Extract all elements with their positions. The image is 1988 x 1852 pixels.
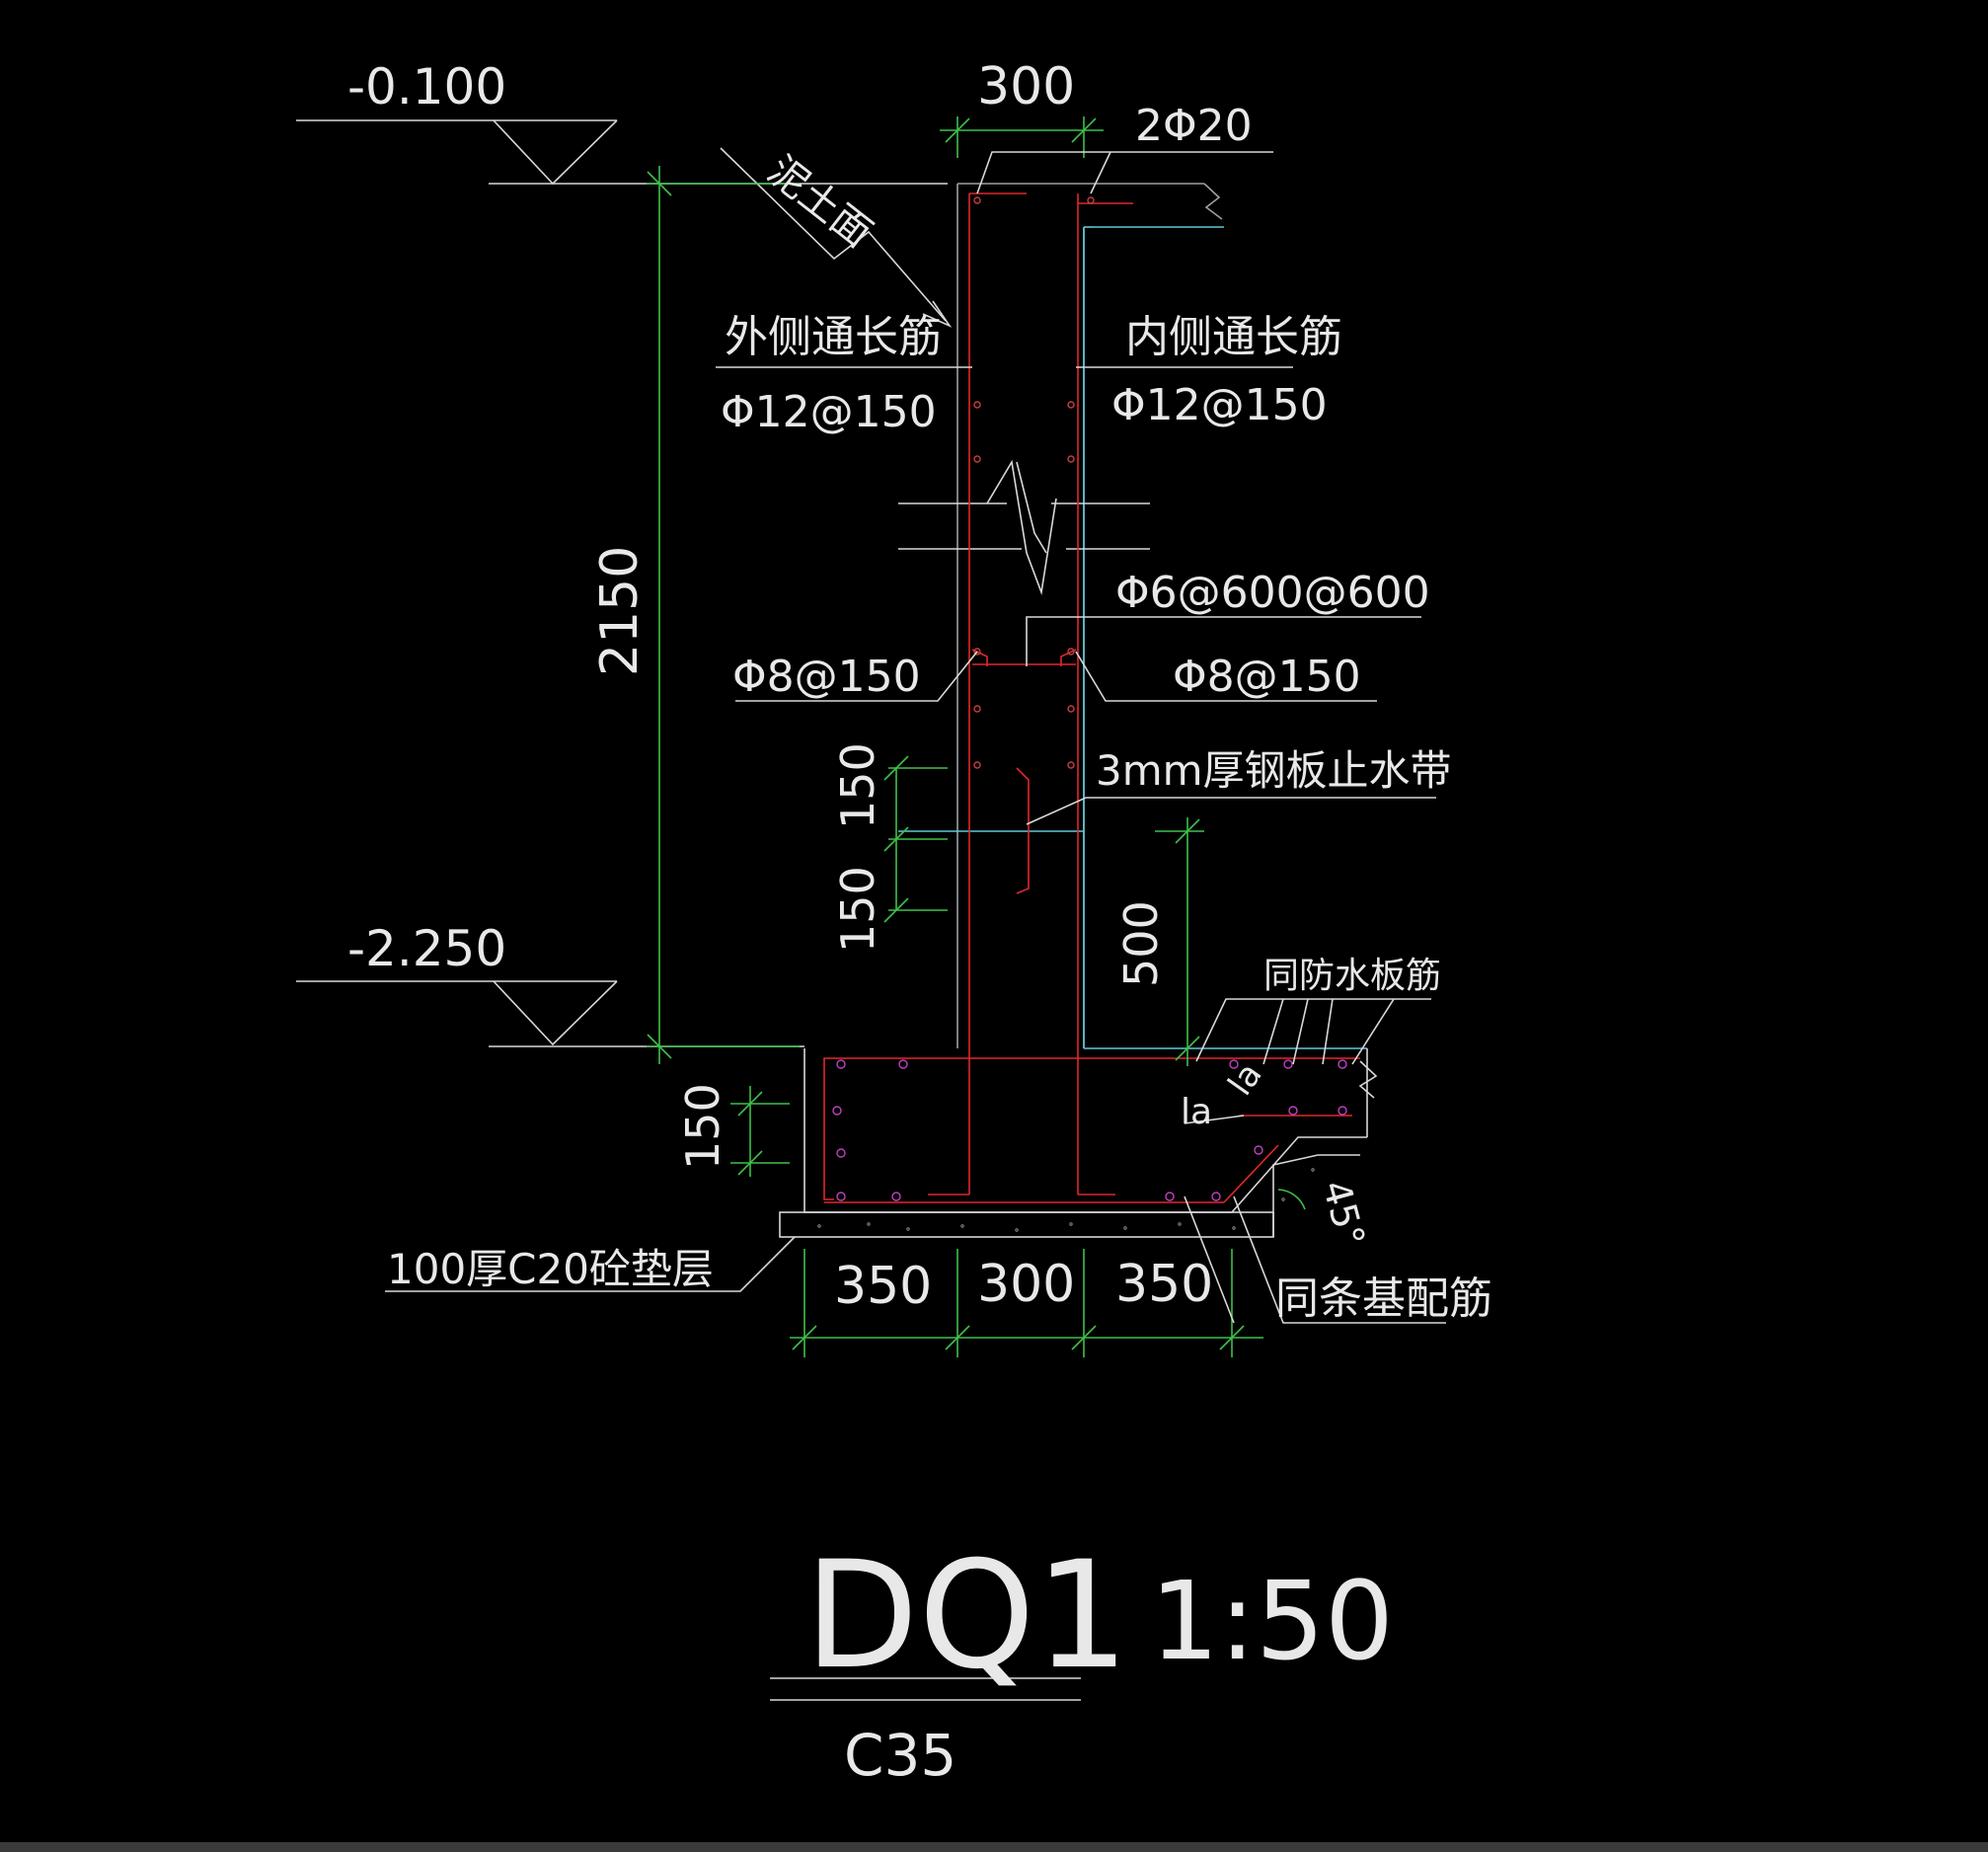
stirrup-left-label: Φ8@150 xyxy=(732,652,921,702)
backfill-leader xyxy=(720,147,953,328)
wall-section-group xyxy=(296,116,1446,1701)
title-name: DQ1 xyxy=(804,1530,1129,1702)
dimension-lines xyxy=(647,116,1306,1357)
dimension-footing-right: 350 xyxy=(1115,1255,1213,1314)
cushion-hatch xyxy=(817,1168,1315,1232)
tie-bars-label: Φ6@600@600 xyxy=(1115,568,1430,618)
top-bars-label: 2Φ20 xyxy=(1135,101,1253,151)
dimension-waterstop-upper: 150 xyxy=(831,742,884,829)
cushion-label: 100厚C20砼垫层 xyxy=(387,1245,714,1293)
outer-bars-spec: Φ12@150 xyxy=(721,387,937,437)
dimension-footing-thickness: 150 xyxy=(676,1083,729,1170)
anchor-label-2: la xyxy=(1221,1055,1270,1103)
stirrup-right-label: Φ8@150 xyxy=(1173,652,1361,702)
title-underlines xyxy=(770,1677,1081,1701)
wall-rebar xyxy=(968,193,1133,1195)
title-scale: 1:50 xyxy=(1150,1558,1394,1684)
dimension-footing-left: 350 xyxy=(834,1257,932,1316)
drawing-text: -0.100 -2.250 泥土面 300 2Φ20 外侧通长筋 Φ12@150… xyxy=(347,57,1492,1789)
wall-break-symbol xyxy=(898,459,1150,596)
dimension-waterstop-lower: 150 xyxy=(831,866,884,953)
level-marker-bottom xyxy=(296,980,804,1047)
bottom-edge-bar xyxy=(0,1842,1988,1852)
inner-bars-title: 内侧通长筋 xyxy=(1125,312,1342,362)
dimension-wall-width: 300 xyxy=(977,57,1075,116)
wall-rebar-dots xyxy=(973,196,1095,769)
footing-rebar-label: 同条基配筋 xyxy=(1275,1273,1492,1324)
anchor-label-1: la xyxy=(1181,1092,1212,1132)
dimension-footing-center: 300 xyxy=(977,1255,1075,1314)
waterstop-label: 3mm厚钢板止水带 xyxy=(1096,746,1452,795)
footing-outline xyxy=(779,1048,1378,1238)
title-concrete: C35 xyxy=(844,1722,956,1789)
footing-rebar-dots xyxy=(832,1059,1347,1201)
wall-cyan-lines xyxy=(898,226,1367,1049)
level-bottom-label: -2.250 xyxy=(347,920,506,977)
leader-lines xyxy=(385,151,1446,1324)
slab-rebar-label: 同防水板筋 xyxy=(1263,956,1441,996)
outer-bars-title: 外侧通长筋 xyxy=(725,312,942,362)
footing-rebar xyxy=(823,1057,1360,1203)
dimension-height: 2150 xyxy=(590,546,650,676)
level-marker-top xyxy=(296,119,948,186)
dimension-inside-height: 500 xyxy=(1114,900,1168,987)
inner-bars-spec: Φ12@150 xyxy=(1111,380,1328,430)
dimension-angle: 45° xyxy=(1314,1176,1373,1251)
level-top-label: -0.100 xyxy=(347,58,506,116)
